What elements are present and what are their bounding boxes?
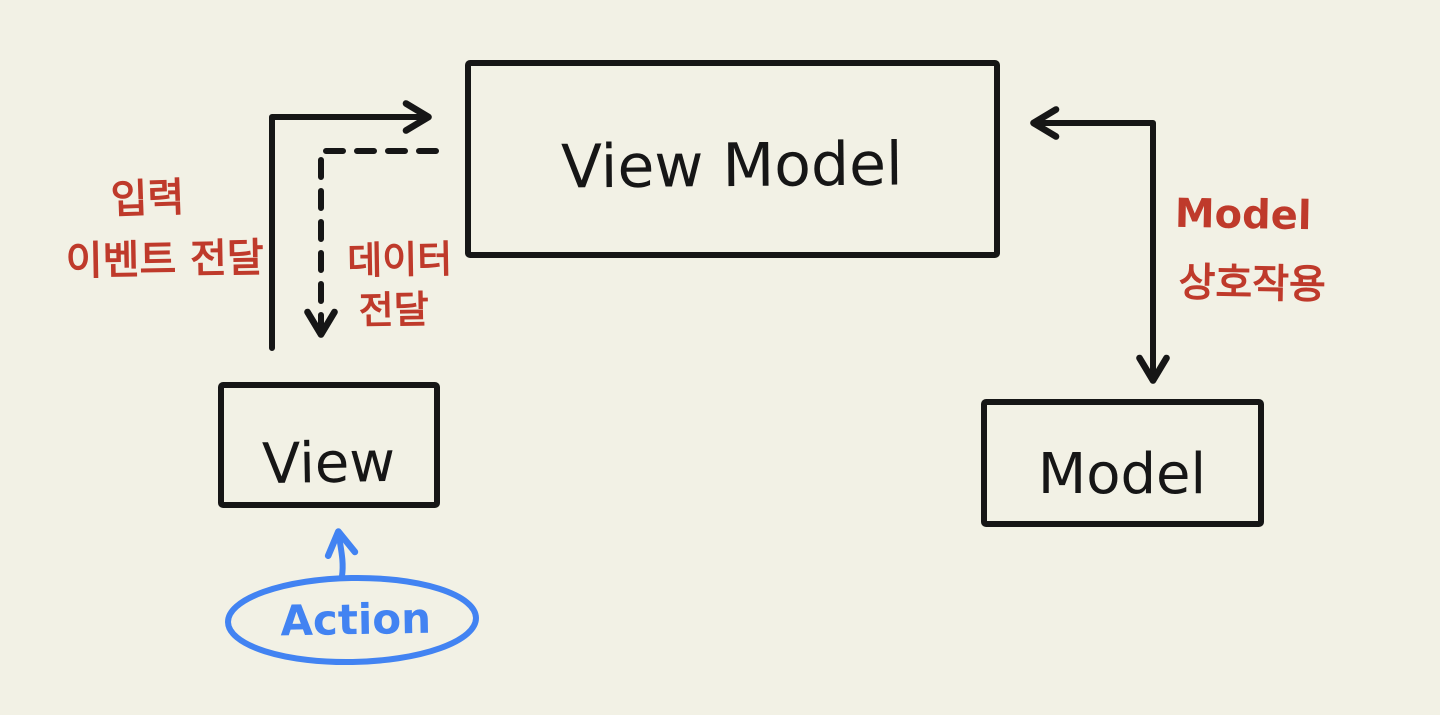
data-delivery-label-line2: 전달 [358, 287, 429, 332]
input-event-arrow [269, 100, 432, 351]
view-model-box [465, 60, 1000, 258]
input-event-label-line1: 입력 [110, 175, 185, 224]
action-ellipse [225, 574, 479, 666]
model-interaction-label-line2: 상호작용 [1178, 260, 1326, 309]
view-label: View [262, 430, 396, 497]
action-arrow [324, 528, 359, 579]
model-label: Model [1038, 442, 1206, 507]
model-interaction-arrow [1030, 106, 1170, 384]
view-model-label: View Model [561, 130, 903, 203]
model-interaction-label-line1: Model [1174, 191, 1312, 239]
data-delivery-arrow [304, 148, 439, 338]
action-label: Action [280, 594, 431, 646]
view-box [218, 382, 440, 508]
data-delivery-label-line1: 데이터 [347, 237, 453, 283]
model-box [981, 399, 1264, 527]
input-event-label-line2: 이벤트 전달 [65, 235, 264, 284]
